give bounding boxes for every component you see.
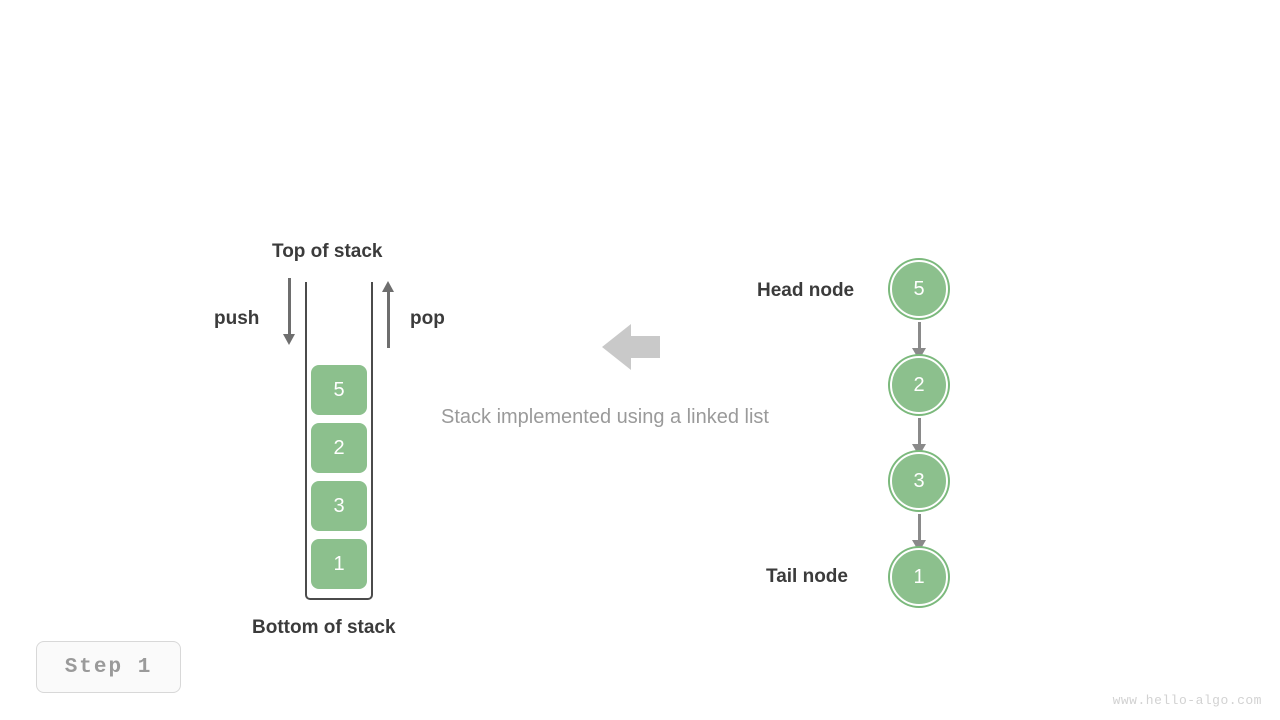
arrow-down-icon xyxy=(283,334,295,345)
left-arrow-icon xyxy=(602,324,660,370)
stack-cell: 1 xyxy=(311,539,367,589)
stack-cell: 3 xyxy=(311,481,367,531)
stack-container xyxy=(305,282,373,600)
linked-list-node: 2 xyxy=(890,356,948,414)
linked-list-node: 5 xyxy=(890,260,948,318)
linked-list-link-shaft xyxy=(918,322,921,352)
stack-top-label: Top of stack xyxy=(272,241,383,262)
linked-list-node: 1 xyxy=(890,548,948,606)
linked-list-link-shaft xyxy=(918,418,921,448)
step-badge: Step 1 xyxy=(36,641,181,693)
linked-list-link-shaft xyxy=(918,514,921,544)
arrow-up-icon xyxy=(382,281,394,292)
head-node-label: Head node xyxy=(757,280,855,301)
stack-bottom-label: Bottom of stack xyxy=(252,617,396,638)
linked-list-node: 3 xyxy=(890,452,948,510)
stack-cell: 5 xyxy=(311,365,367,415)
stack-cell: 2 xyxy=(311,423,367,473)
push-label: push xyxy=(214,308,260,329)
watermark: www.hello-algo.com xyxy=(1112,693,1262,708)
pop-arrow-shaft xyxy=(387,292,390,348)
pop-label: pop xyxy=(410,308,445,329)
diagram-caption: Stack implemented using a linked list xyxy=(441,406,769,428)
push-arrow-shaft xyxy=(288,278,291,336)
tail-node-label: Tail node xyxy=(766,566,848,587)
